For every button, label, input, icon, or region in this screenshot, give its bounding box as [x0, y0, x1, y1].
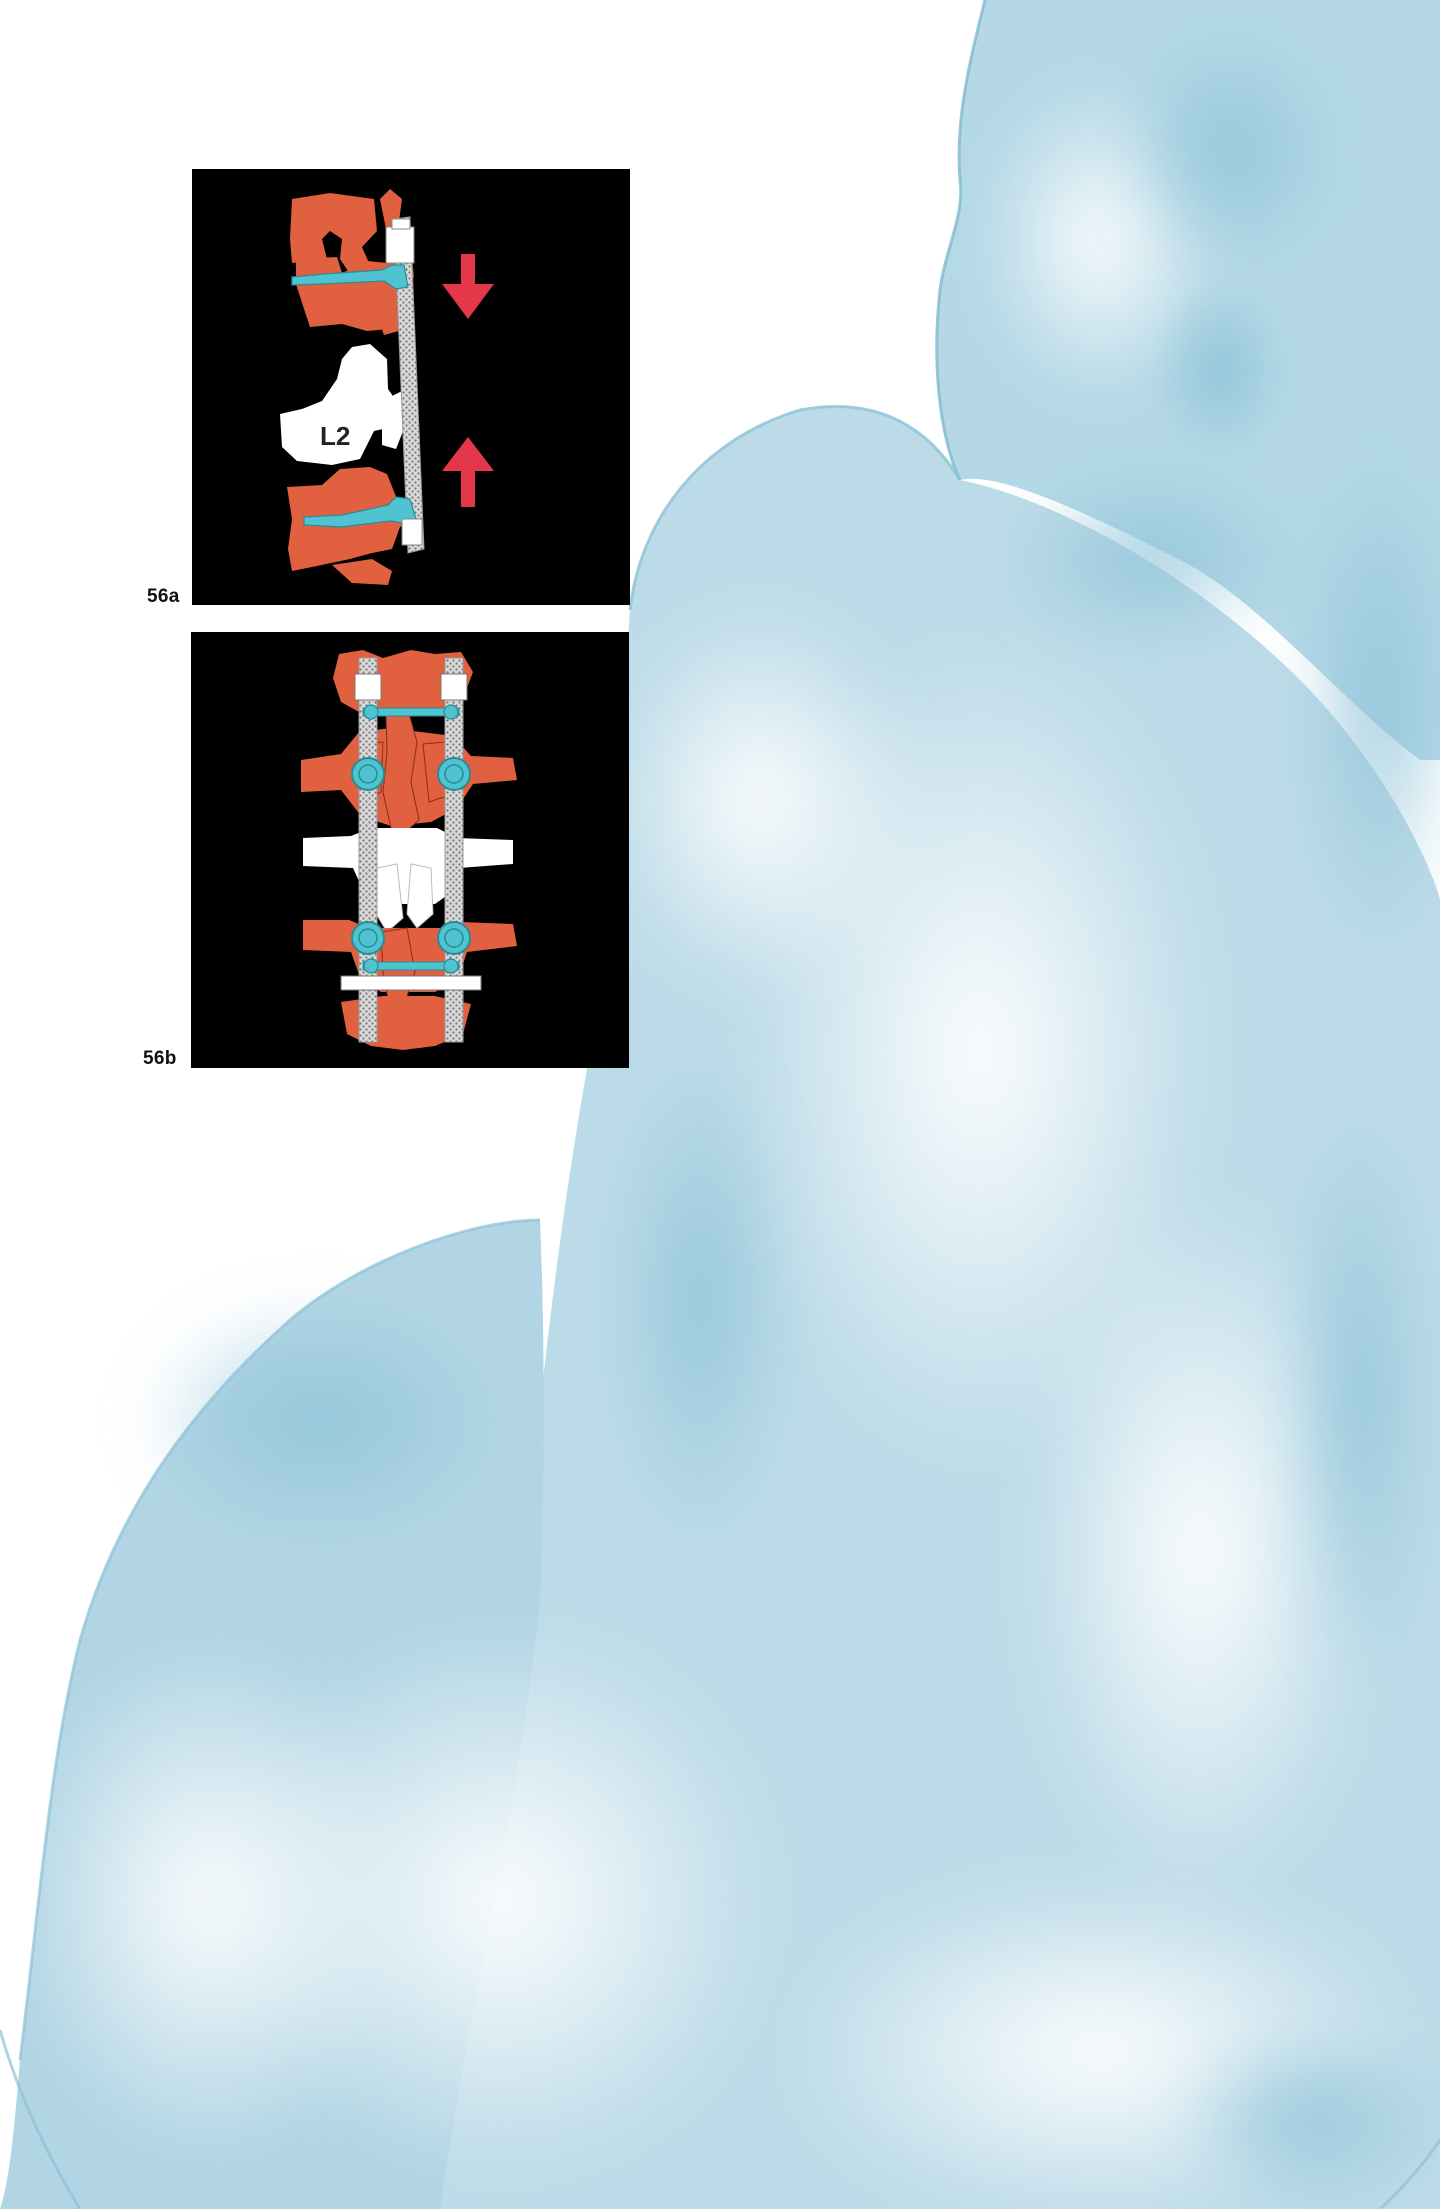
vertebra-label-l2: L2 [320, 421, 350, 451]
screw-head-upper-left [352, 758, 384, 790]
upper-left-clamp [355, 674, 381, 700]
lateral-spine-diagram: L2 [192, 169, 630, 605]
arrow-down-icon [442, 254, 494, 319]
screw-head-lower-left [352, 922, 384, 954]
figure-label-56a: 56a [147, 586, 180, 608]
arrow-up-icon [442, 437, 494, 507]
lower-clamp [402, 519, 422, 545]
posterior-spine-diagram [191, 632, 629, 1068]
screw-head-upper-right [438, 758, 470, 790]
l2-fractured-vertebra-posterior [303, 828, 513, 904]
screw-head-lower-right [438, 922, 470, 954]
upper-clamp [386, 227, 414, 263]
lower-clamp-bar [341, 976, 481, 990]
upper-right-clamp [441, 674, 467, 700]
figure-label-56b: 56b [143, 1048, 177, 1070]
figure-56b-panel [191, 632, 629, 1068]
figure-56a-panel: L2 [192, 169, 630, 605]
